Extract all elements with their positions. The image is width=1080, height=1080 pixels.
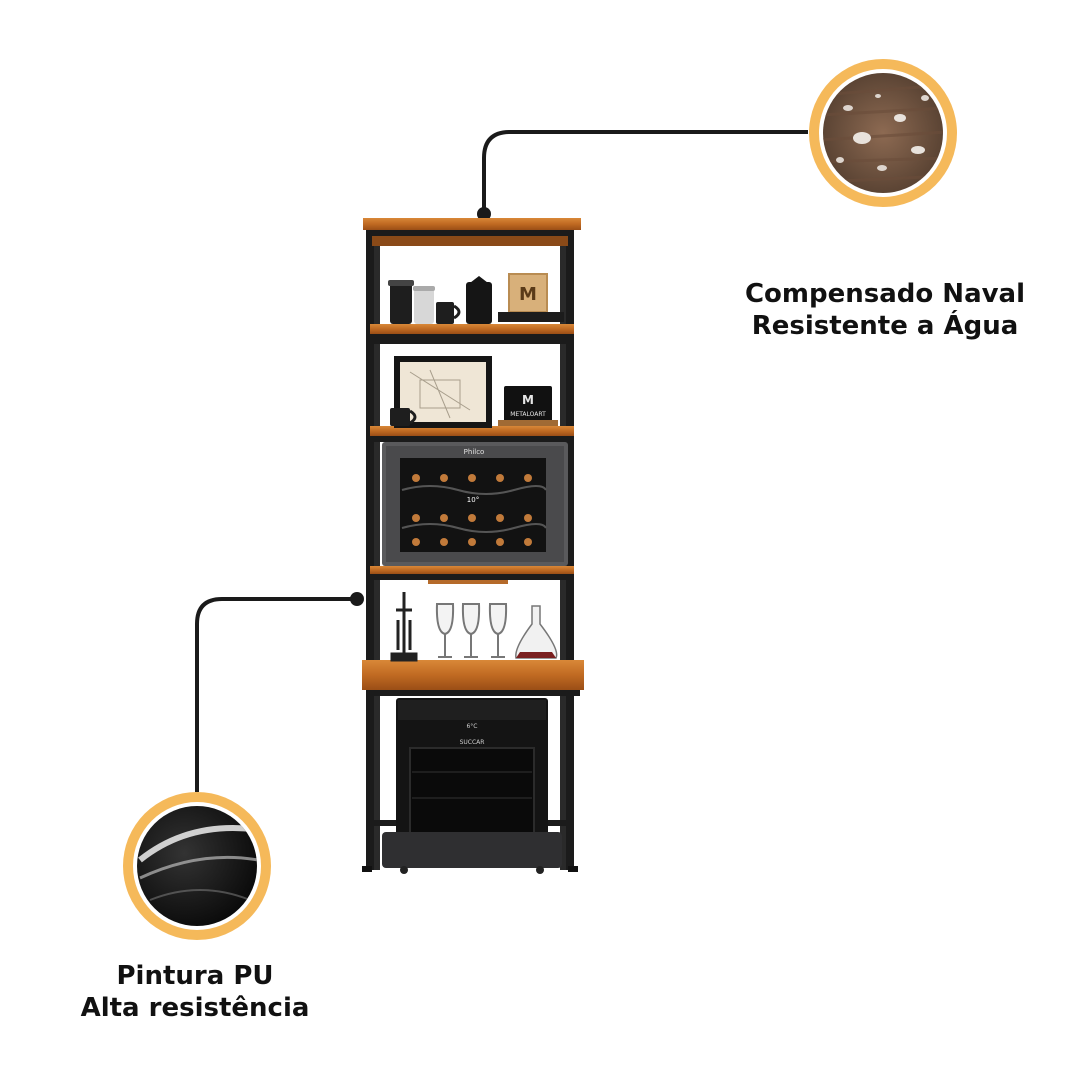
decanter [515, 605, 558, 659]
feature-wood-line1: Compensado Naval [744, 279, 1026, 309]
feature-caption-wood: Compensado Naval Resistente a Água [740, 278, 1030, 342]
svg-text:M: M [519, 284, 537, 305]
svg-text:SUCCAR: SUCCAR [460, 739, 485, 746]
wood-shelf-2 [370, 324, 574, 334]
callout-line-paint [195, 597, 357, 792]
water-drops-wood-icon [809, 59, 957, 207]
corkscrew [390, 592, 418, 662]
bar-shelf-unit: M M METALOART Philco [362, 218, 584, 874]
metaloart-box: M METALOART [498, 386, 558, 426]
feature-paint-line2: Alta resistência [80, 993, 310, 1023]
tumblers [388, 276, 492, 324]
feature-wood-line2: Resistente a Água [751, 311, 1019, 341]
svg-text:M: M [522, 393, 534, 407]
framed-print [394, 356, 492, 428]
callout-dot-wood [477, 207, 491, 221]
glass-rack [428, 580, 508, 584]
wine-cooler: Philco 10° [382, 442, 568, 566]
callout-dot-paint [350, 592, 364, 606]
wood-shelf-4 [370, 566, 574, 574]
wine-glasses [435, 603, 508, 658]
wood-shelf-3 [370, 426, 574, 436]
feature-paint-line1: Pintura PU [116, 961, 274, 991]
glossy-black-paint-icon [123, 792, 271, 940]
svg-text:10°: 10° [467, 496, 479, 504]
wood-counter [362, 660, 584, 690]
callout-line-wood [482, 130, 808, 214]
mug [390, 408, 410, 426]
svg-text:METALOART: METALOART [510, 411, 546, 418]
beverage-cooler: 6°C SUCCAR [382, 698, 562, 874]
svg-text:Philco: Philco [464, 448, 485, 456]
wood-top-shelf [363, 218, 581, 230]
feature-caption-paint: Pintura PU Alta resistência [60, 960, 330, 1024]
svg-text:6°C: 6°C [466, 723, 477, 730]
brand-cutting-board: M [498, 273, 564, 322]
